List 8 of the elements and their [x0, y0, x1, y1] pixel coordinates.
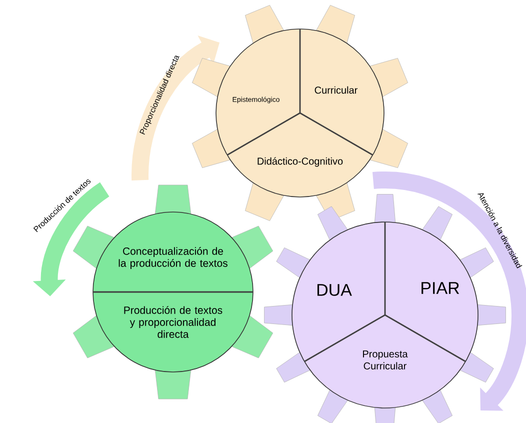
segment-label: DUA — [317, 284, 352, 296]
segment-label: Didáctico-Cognitivo — [258, 157, 343, 167]
segment-label: Producción de textos y proporcionalidad directa — [124, 306, 222, 338]
segment-label: Curricular — [314, 86, 358, 94]
segment-label: Propuesta Curricular — [363, 350, 408, 370]
segment-label: PIAR — [422, 282, 460, 294]
segment-label: Conceptualización de la producción de textos — [118, 247, 228, 269]
gear-drawing — [192, 5, 408, 221]
